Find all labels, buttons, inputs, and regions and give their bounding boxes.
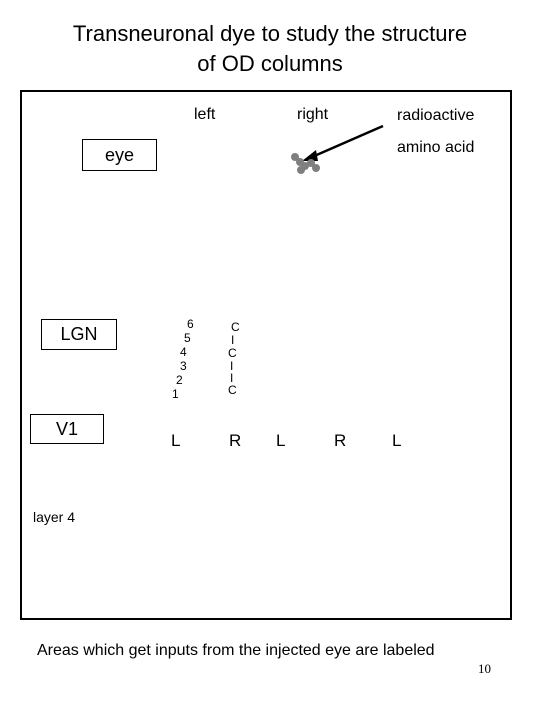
lgn-layer-4: 4 [180,345,187,359]
right-eye-label: right [297,106,329,123]
injection-arrow-line [311,124,384,159]
radioactive-label: radioactive [397,107,475,124]
lgn-mark-i-3: I [230,371,234,385]
left-eye-label: left [194,106,216,123]
lgn-layer-5: 5 [184,331,191,345]
lgn-mark-c-bottom: C [228,383,237,397]
diagram-frame [20,90,512,620]
lgn-layer-6: 6 [187,317,194,331]
v1-column-3: L [276,431,286,450]
lgn-box: LGN [41,319,117,350]
lgn-mark-c-middle: C [228,346,237,360]
lgn-layer-2: 2 [176,373,183,387]
amino-acid-label: amino acid [397,139,475,156]
injection-arrow-head [302,150,318,161]
lgn-mark-i-1: I [231,333,235,347]
v1-column-5: L [392,431,402,450]
v1-column-1: L [171,431,181,450]
page-number: 10 [478,661,491,676]
v1-column-2: R [229,431,242,450]
v1-column-4: R [334,431,347,450]
v1-box: V1 [30,414,104,444]
caption: Areas which get inputs from the injected… [37,642,435,659]
eye-box: eye [82,139,157,171]
slide-title-line-1: Transneuronal dye to study the structure [72,21,468,46]
layer-4-label: layer 4 [33,509,76,525]
lgn-layer-1: 1 [172,387,179,401]
slide-title-line-2: of OD columns [197,51,343,76]
lgn-layer-3: 3 [180,359,187,373]
lgn-mark-i-2: I [230,359,234,373]
dye-molecule-icon [291,153,320,174]
lgn-mark-c-top: C [231,320,240,334]
